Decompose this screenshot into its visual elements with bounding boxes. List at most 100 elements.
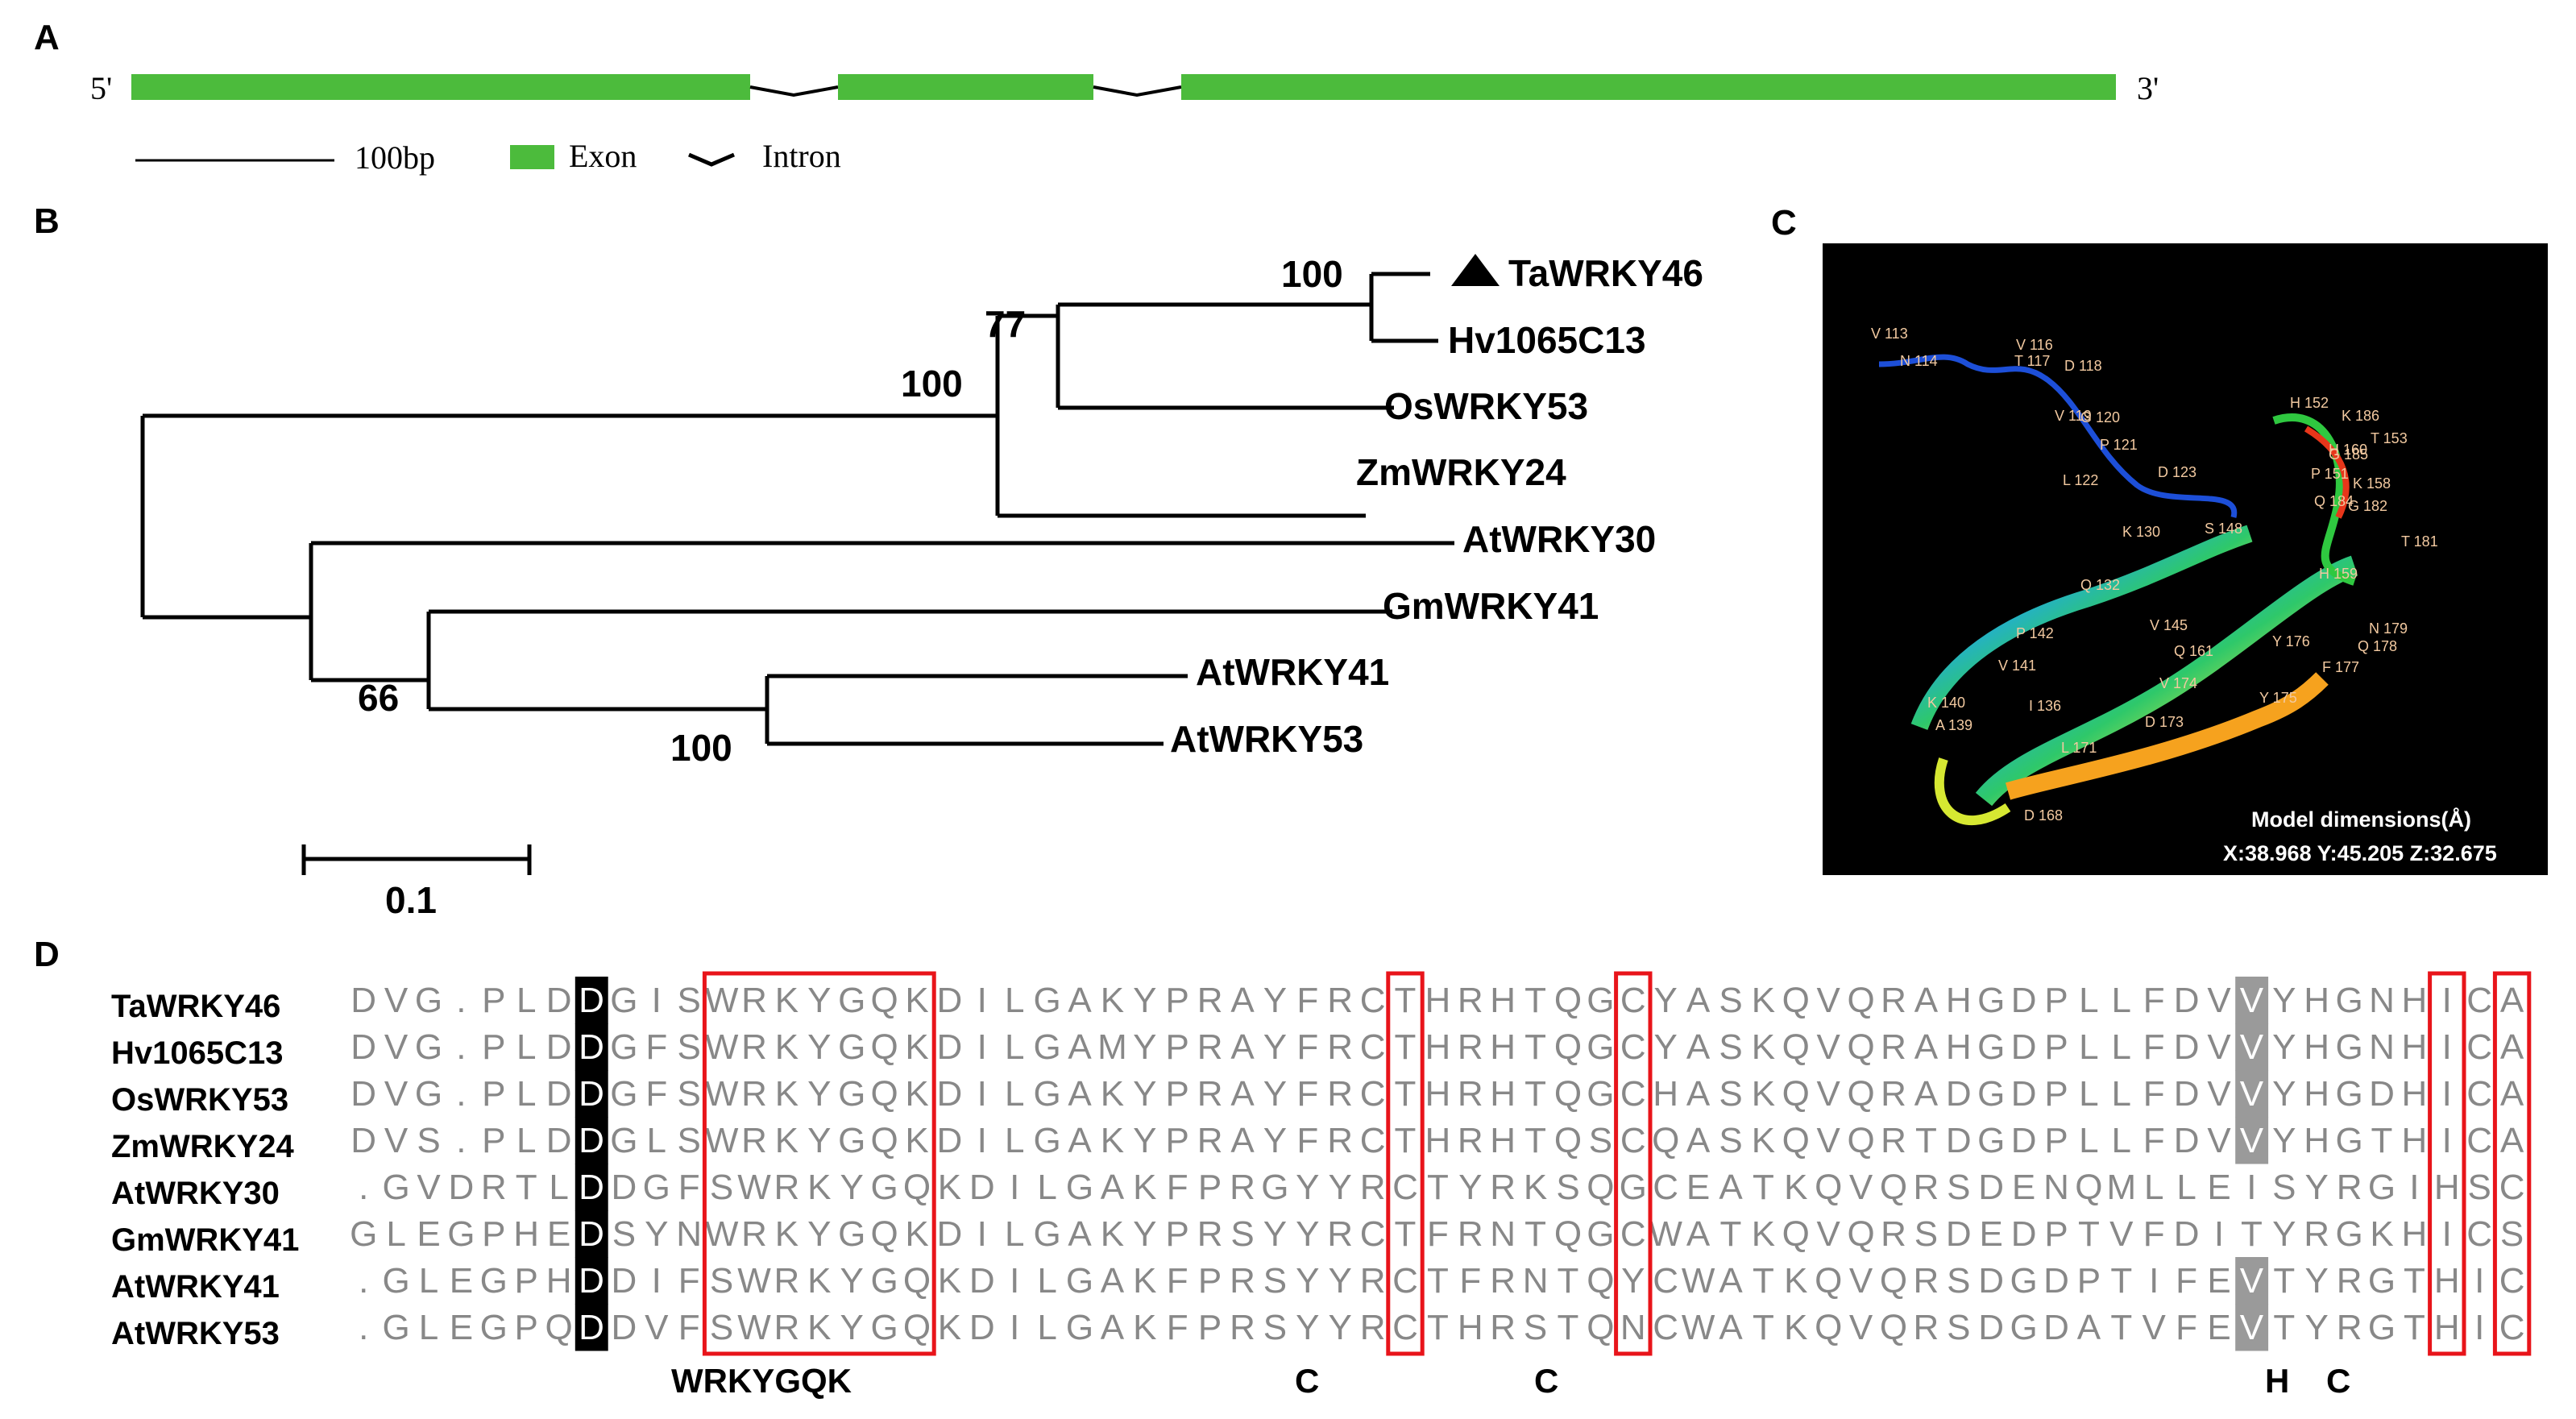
alignment-residue: L xyxy=(1005,981,1024,1020)
three-prime-label: 3' xyxy=(2137,70,2159,106)
alignment-residue: A xyxy=(2500,1121,2524,1160)
alignment-residue: R xyxy=(1458,1074,1483,1114)
alignment-residue: F xyxy=(2143,981,2165,1020)
alignment-residue: F xyxy=(2176,1261,2197,1301)
alignment-residue: T xyxy=(516,1168,537,1207)
alignment-residue: G xyxy=(1587,1214,1614,1254)
alignment-residue: Q xyxy=(1554,1121,1582,1160)
alignment-residue: R xyxy=(1881,1074,1906,1114)
alignment-residue: S xyxy=(710,1168,733,1207)
alignment-residue: T xyxy=(2241,1214,2263,1254)
alignment-residue: I xyxy=(977,981,987,1020)
alignment-residue: I xyxy=(652,981,662,1020)
residue-label: K 158 xyxy=(2353,475,2391,492)
alignment-residue: L xyxy=(419,1261,438,1301)
motif-boxes xyxy=(702,971,2532,1356)
alignment-residue: S xyxy=(678,1027,701,1067)
motif-label-c3: C xyxy=(2326,1362,2351,1400)
alignment-residue: S xyxy=(2468,1168,2491,1207)
residue-label: Y 176 xyxy=(2272,633,2310,649)
alignment-residue: P xyxy=(2044,1214,2068,1254)
alignment-residue: D xyxy=(579,1074,604,1114)
alignment-residue: R xyxy=(774,1261,800,1301)
alignment-residue: G xyxy=(2335,1214,2362,1254)
alignment-residue: I xyxy=(977,1214,987,1254)
alignment-residue: V xyxy=(1849,1308,1873,1347)
alignment-residue: E xyxy=(1980,1214,2003,1254)
alignment-residue: F xyxy=(645,1027,667,1067)
alignment-residue: P xyxy=(1198,1261,1222,1301)
alignment-residue: S xyxy=(1947,1168,1970,1207)
alignment-residue: Y xyxy=(1458,1168,1482,1207)
alignment-residue: G xyxy=(1033,981,1060,1020)
residue-label: T 153 xyxy=(2371,430,2408,446)
alignment-residue: P xyxy=(482,1214,505,1254)
alignment-residue: Y xyxy=(1263,1121,1287,1160)
alignment-residue: K xyxy=(1524,1168,1547,1207)
alignment-residue: Q xyxy=(545,1308,572,1347)
alignment-residue: C xyxy=(1620,1074,1646,1114)
alignment-residue: A xyxy=(1686,1214,1711,1254)
alignment-residue: K xyxy=(1133,1308,1156,1347)
alignment-residue: T xyxy=(1395,1121,1417,1160)
alignment-residue: D xyxy=(1978,1261,2004,1301)
alignment-residue: D xyxy=(937,1027,963,1067)
alignment-residue: A xyxy=(1068,1121,1092,1160)
alignment-residue: V xyxy=(2207,1027,2231,1067)
alignment-residue: T xyxy=(1427,1261,1449,1301)
alignment-residue: G xyxy=(838,1074,865,1114)
alignment-residue: G xyxy=(1066,1261,1093,1301)
alignment-residue: I xyxy=(2442,1214,2452,1254)
alignment-residue: K xyxy=(938,1168,961,1207)
alignment-residue: F xyxy=(678,1261,700,1301)
alignment-residue: H xyxy=(2402,1027,2428,1067)
panel-label-a: A xyxy=(34,18,60,57)
alignment-residue: M xyxy=(2106,1168,2136,1207)
alignment-residue: L xyxy=(516,1027,536,1067)
alignment-residue: H xyxy=(1490,981,1516,1020)
alignment-residue: L xyxy=(516,1074,536,1114)
alignment-residue: S xyxy=(1914,1214,1938,1254)
alignment-residue: C xyxy=(2466,981,2492,1020)
alignment-residue: Q xyxy=(1847,1121,1874,1160)
alignment-shade-cell xyxy=(575,1070,608,1118)
alignment-residue: I xyxy=(652,1261,662,1301)
motif-label-wrkygqk: WRKYGQK xyxy=(671,1362,852,1400)
alignment-shade-cell xyxy=(575,1117,608,1164)
alignment-residue: D xyxy=(2174,981,2200,1020)
alignment-residue: A xyxy=(1068,1027,1092,1067)
alignment-residue: P xyxy=(482,1074,505,1114)
alignment-residue: G xyxy=(2010,1308,2037,1347)
alignment-residue: P xyxy=(482,981,505,1020)
alignment-residue: D xyxy=(1946,1214,1972,1254)
alignment-residue: K xyxy=(807,1261,831,1301)
alignment-residue: A xyxy=(2500,1027,2524,1067)
alignment-residue: L xyxy=(2112,981,2131,1020)
alignment-residue: F xyxy=(1296,981,1318,1020)
alignment-seq-name: AtWRKY30 xyxy=(111,1176,280,1211)
alignment-residue: L xyxy=(386,1214,405,1254)
alignment-residue: W xyxy=(705,1121,739,1160)
residue-label: S 148 xyxy=(2205,521,2242,537)
alignment-residue: D xyxy=(579,1308,604,1347)
alignment-shading xyxy=(575,977,2269,1351)
alignment-residue: Y xyxy=(1263,1074,1287,1114)
residue-label: V 116 xyxy=(2016,337,2053,353)
alignment-residue: R xyxy=(1881,1027,1906,1067)
alignment-residue: G xyxy=(2368,1308,2396,1347)
alignment-residue: G xyxy=(870,1168,898,1207)
alignment-residue: I xyxy=(977,1027,987,1067)
alignment-residue: S xyxy=(678,1121,701,1160)
alignment-residue: N xyxy=(1523,1261,1549,1301)
alignment-residue: Q xyxy=(870,1214,898,1254)
alignment-residue: Q xyxy=(1847,981,1874,1020)
alignment-residue: D xyxy=(579,1214,604,1254)
alignment-residue: I xyxy=(2246,1168,2256,1207)
alignment-residue: T xyxy=(1524,981,1546,1020)
alignment-residue: I xyxy=(2474,1308,2484,1347)
alignment-residue: R xyxy=(1458,1214,1483,1254)
alignment-residue: K xyxy=(905,1074,928,1114)
residue-label: K 186 xyxy=(2342,408,2379,424)
alignment-residue: P xyxy=(1166,981,1189,1020)
alignment-residue: G xyxy=(480,1308,508,1347)
